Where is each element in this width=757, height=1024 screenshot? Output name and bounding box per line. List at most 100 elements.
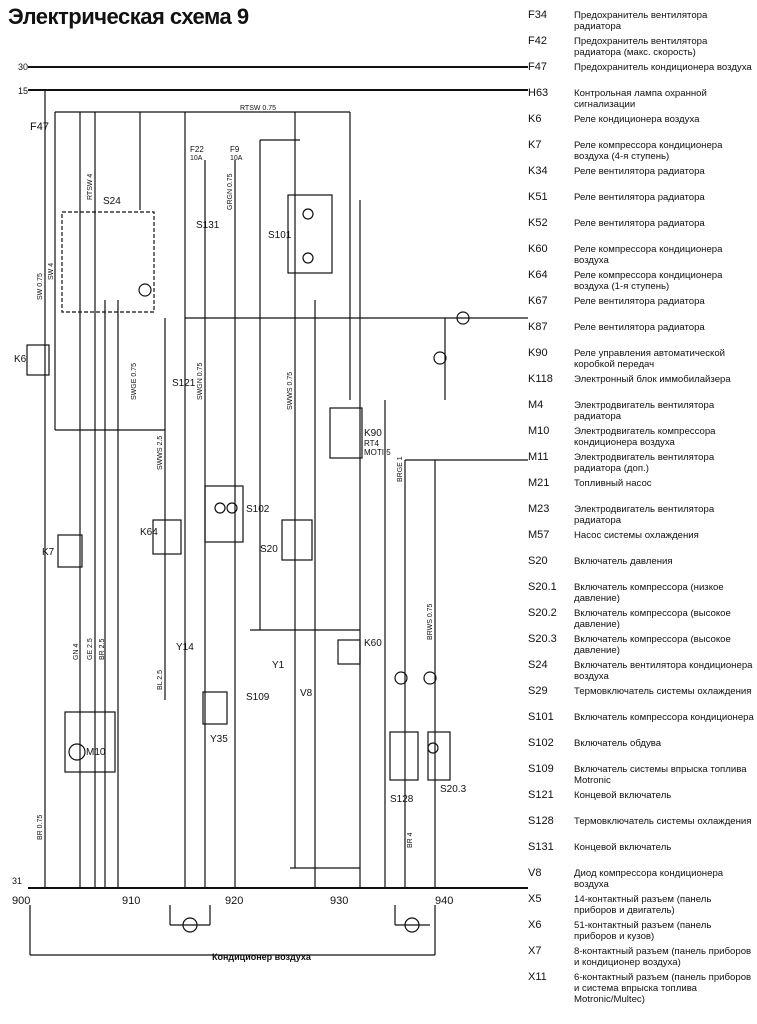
legend-code: S101 xyxy=(528,711,554,723)
connector-900: 900 xyxy=(12,895,30,907)
wire-label-br075-left: BR 0.75 xyxy=(37,815,44,840)
legend-desc: Включатель системы впрыска топлива Motro… xyxy=(574,764,747,786)
component-k90-relay: RT4 xyxy=(364,439,380,448)
connector-920: 920 xyxy=(225,895,243,907)
component-s24-label: S24 xyxy=(103,196,121,207)
legend-item: K90 Реле управления автоматической коробк… xyxy=(528,348,754,374)
wiring-diagram: 30 15 31 F47 F22 10A F9 10A S24 K6 K7 M1… xyxy=(12,62,528,962)
legend-code: F47 xyxy=(528,61,547,73)
legend-desc: Реле вентилятора радиатора xyxy=(574,296,705,307)
legend-desc: Концевой включатель xyxy=(574,842,672,853)
legend-desc: Электродвигатель вентилятора радиатора (… xyxy=(574,452,715,474)
legend-desc: Включатель обдува xyxy=(574,738,662,749)
wire-label-swge: SWGE 0.75 xyxy=(131,363,138,400)
fuse-f9-label: F9 xyxy=(230,145,240,154)
legend-desc: Концевой включатель xyxy=(574,790,672,801)
legend-desc: Предохранитель вентилятора радиатора xyxy=(574,10,708,32)
legend-desc: Реле управления автоматической коробкой … xyxy=(574,348,726,370)
legend-code: S20 xyxy=(528,555,548,567)
legend-desc: Электродвигатель вентилятора радиатора xyxy=(574,400,715,422)
wire-label-swws: SWWS 0.75 xyxy=(287,372,294,410)
legend-code: M10 xyxy=(528,425,550,437)
rail-label-30: 30 xyxy=(18,62,28,72)
connector-910: 910 xyxy=(122,895,140,907)
legend-desc: Предохранитель вентилятора радиатора (ма… xyxy=(574,36,708,58)
wire-label-brge1: BRGE 1 xyxy=(397,456,404,482)
legend-desc: Включатель вентилятора кондиционера возд… xyxy=(574,660,753,682)
legend-item: M21 Топливный насос xyxy=(528,478,754,504)
legend-code: F34 xyxy=(528,9,547,21)
page-title: Электрическая схема 9 xyxy=(8,4,249,29)
legend-code: S20.1 xyxy=(528,581,557,593)
legend-item: X6 51-контактный разъем (панель приборов … xyxy=(528,920,754,946)
component-k60-label: K60 xyxy=(364,638,382,649)
legend-desc: Насос системы охлаждения xyxy=(574,530,699,541)
connector-940: 940 xyxy=(435,895,453,907)
fuse-f9-rating: 10A xyxy=(230,155,243,162)
legend-desc: Включатель давления xyxy=(574,556,673,567)
legend-code: S20.2 xyxy=(528,607,557,619)
component-s101-label: S101 xyxy=(268,230,292,241)
rail-label-31: 31 xyxy=(12,876,22,886)
loop-label: Кондиционер воздуха xyxy=(212,952,312,962)
wire-label-swws25: SWWS 2.5 xyxy=(157,436,164,470)
legend-code: K90 xyxy=(528,347,548,359)
legend-item: F47 Предохранитель кондиционера воздуха xyxy=(528,62,754,88)
legend-desc: Реле компрессора кондиционера воздуха (4… xyxy=(574,140,723,162)
fuse-f22-rating: 10A xyxy=(190,155,203,162)
component-s121-label: S121 xyxy=(172,378,196,389)
wire-label-bl25: BL 2.5 xyxy=(157,670,164,690)
legend-code: M21 xyxy=(528,477,550,489)
component-k90-code: MOTI.5 xyxy=(364,448,391,457)
wire-label-sw4: SW 4 xyxy=(48,263,55,280)
legend-code: V8 xyxy=(528,867,542,879)
legend-desc: Реле вентилятора радиатора xyxy=(574,218,705,229)
legend-desc: Топливный насос xyxy=(574,478,652,489)
legend-code: S128 xyxy=(528,815,554,827)
wire-label-grgn: GRGN 0.75 xyxy=(227,173,234,210)
legend-code: M11 xyxy=(528,451,549,463)
legend-desc: Включатель компрессора (низкое давление) xyxy=(574,582,724,604)
legend-item: M4 Электродвигатель вентилятора радиатора xyxy=(528,400,754,426)
wire-label-br25: BR 2.5 xyxy=(99,638,106,660)
component-s131-label: S131 xyxy=(196,220,220,231)
legend-code: K64 xyxy=(528,269,548,281)
component-k7-label: K7 xyxy=(42,547,55,558)
legend-code: X6 xyxy=(528,919,542,931)
legend-code: X11 xyxy=(528,971,547,983)
legend-code: K7 xyxy=(528,139,542,151)
legend-code: S24 xyxy=(528,659,548,671)
legend-item: S121 Концевой включатель xyxy=(528,790,754,816)
legend-item: K7 Реле компрессора кондиционера воздуха … xyxy=(528,140,754,166)
legend-code: S20.3 xyxy=(528,633,557,645)
legend-desc: 8-контактный разъем (панель приборов и к… xyxy=(574,946,752,968)
fuse-f22-label: F22 xyxy=(190,145,204,154)
component-y14-label: Y14 xyxy=(176,642,194,653)
fuse-f47-label: F47 xyxy=(30,121,49,133)
wire-label-top: RTSW 0.75 xyxy=(240,105,276,112)
legend-desc: Контрольная лампа охранной сигнализации xyxy=(574,88,707,110)
legend-code: S121 xyxy=(528,789,554,801)
legend-code: K6 xyxy=(528,113,542,125)
legend-desc: Предохранитель кондиционера воздуха xyxy=(574,62,752,73)
wire-label-rtsw4: RTSW 4 xyxy=(87,174,94,200)
legend-code: M4 xyxy=(528,399,544,411)
legend-desc: 51-контактный разъем (панель приборов и … xyxy=(574,920,712,942)
